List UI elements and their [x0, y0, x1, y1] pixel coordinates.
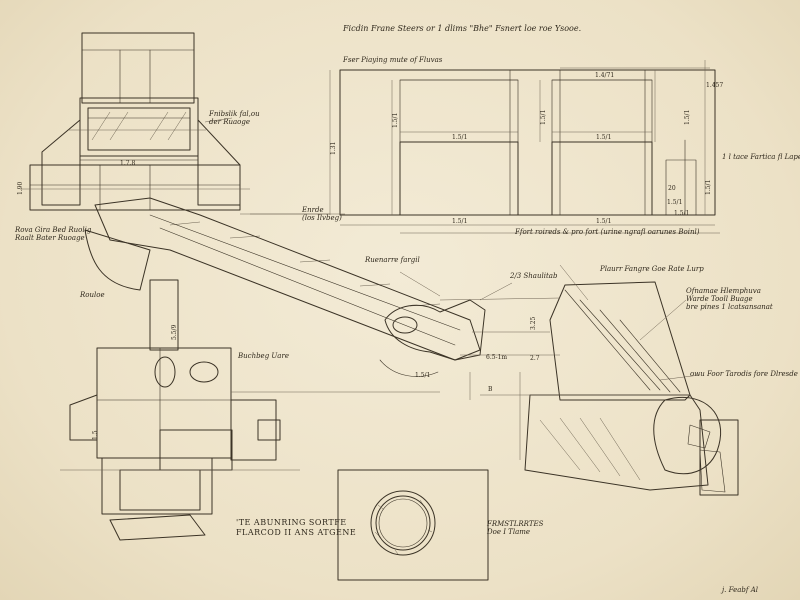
boom-label-note: Ofnamae Hlemphuva Warde Tooll Buage bre …	[686, 287, 773, 311]
side-dim-arm: 5.5/9	[171, 324, 178, 340]
front-elevation-caption: Fser Piaying mute of Fluvas	[343, 56, 443, 64]
boom-arm	[84, 197, 486, 377]
side-label-left: Rova Gira Bed Ruolig Raalt Bater Ruoage	[15, 226, 92, 242]
dim-mid-height: 1.5/1	[540, 109, 547, 125]
side-label-mid: Rouloe	[80, 291, 105, 299]
dim-bottom-left: 1.5/1	[452, 218, 468, 225]
leader-lines	[204, 117, 701, 381]
boom-label-joint: 2/3 Shaulitab	[510, 272, 558, 280]
dim-small-2: 1.5/1	[667, 199, 683, 206]
dim-bottom-right: 1.5/1	[596, 218, 612, 225]
boom-dim-1: 3.25	[530, 316, 537, 330]
dim-left-outer: 1.31	[330, 141, 337, 155]
label-bottom: Ffort roireds & pro fort (urine ngrafl o…	[515, 228, 700, 236]
side-label-cabin: Buchbeg Uare	[238, 352, 289, 360]
dim-small-1: 20	[668, 185, 676, 192]
lower-body	[60, 347, 440, 541]
label-right: 1 l tace Fartica fl Lape	[722, 153, 800, 161]
dim-right-small: 1.5/1	[705, 179, 712, 195]
side-dim-lower: 1.5	[92, 430, 99, 440]
dim-top: 1.4/71	[595, 72, 615, 79]
dim-top-left: 1.457	[706, 82, 724, 89]
boom-dim-2: 6.5-1m	[486, 354, 508, 361]
dim-mid-right: 1.5/1	[596, 134, 612, 141]
bottom-caption-left: 'TE ABUNRING SORTFE FLARCOD II ANS ATGEN…	[236, 518, 357, 537]
front-elevation	[240, 60, 720, 234]
bottom-caption-box: FRMSTLRRTES Doe I Tlame	[487, 520, 544, 536]
boom-dim-3: 2.7	[530, 355, 540, 362]
side-label-top-right: Fnibslik fal,ou der Ruaoge	[209, 110, 260, 126]
bucket-assembly	[20, 32, 330, 215]
ring-detail	[337, 469, 489, 581]
label-left: Enrde (los Ilvbeg)	[302, 206, 342, 222]
dim-right-height: 1.5/1	[684, 109, 691, 125]
cone-structure	[439, 281, 739, 496]
sheet-title: Ficdin Frane Steers or 1 dlims "Bhe" Fsn…	[343, 24, 582, 33]
boom-dim-5: B	[488, 386, 493, 393]
boom-label-bottom-right: owu Foor Tarodis fore Dlresde	[690, 370, 798, 378]
dim-mid-left: 1.5/1	[452, 134, 468, 141]
boom-label-right: Plaurr Fangre Goe Rate Lurp	[600, 265, 704, 273]
side-dim-cab: 1.7.8	[120, 160, 136, 167]
signature: j. Feabf Al	[722, 586, 759, 594]
dim-left-height: 1.5/1	[392, 112, 399, 128]
dim-small-3: 1.5/1	[674, 210, 690, 217]
boom-label-top: Ruenarre fargil	[365, 256, 420, 264]
side-dim-left: 1.90	[17, 181, 24, 195]
boom-dim-4: 1.5/1	[415, 372, 431, 379]
